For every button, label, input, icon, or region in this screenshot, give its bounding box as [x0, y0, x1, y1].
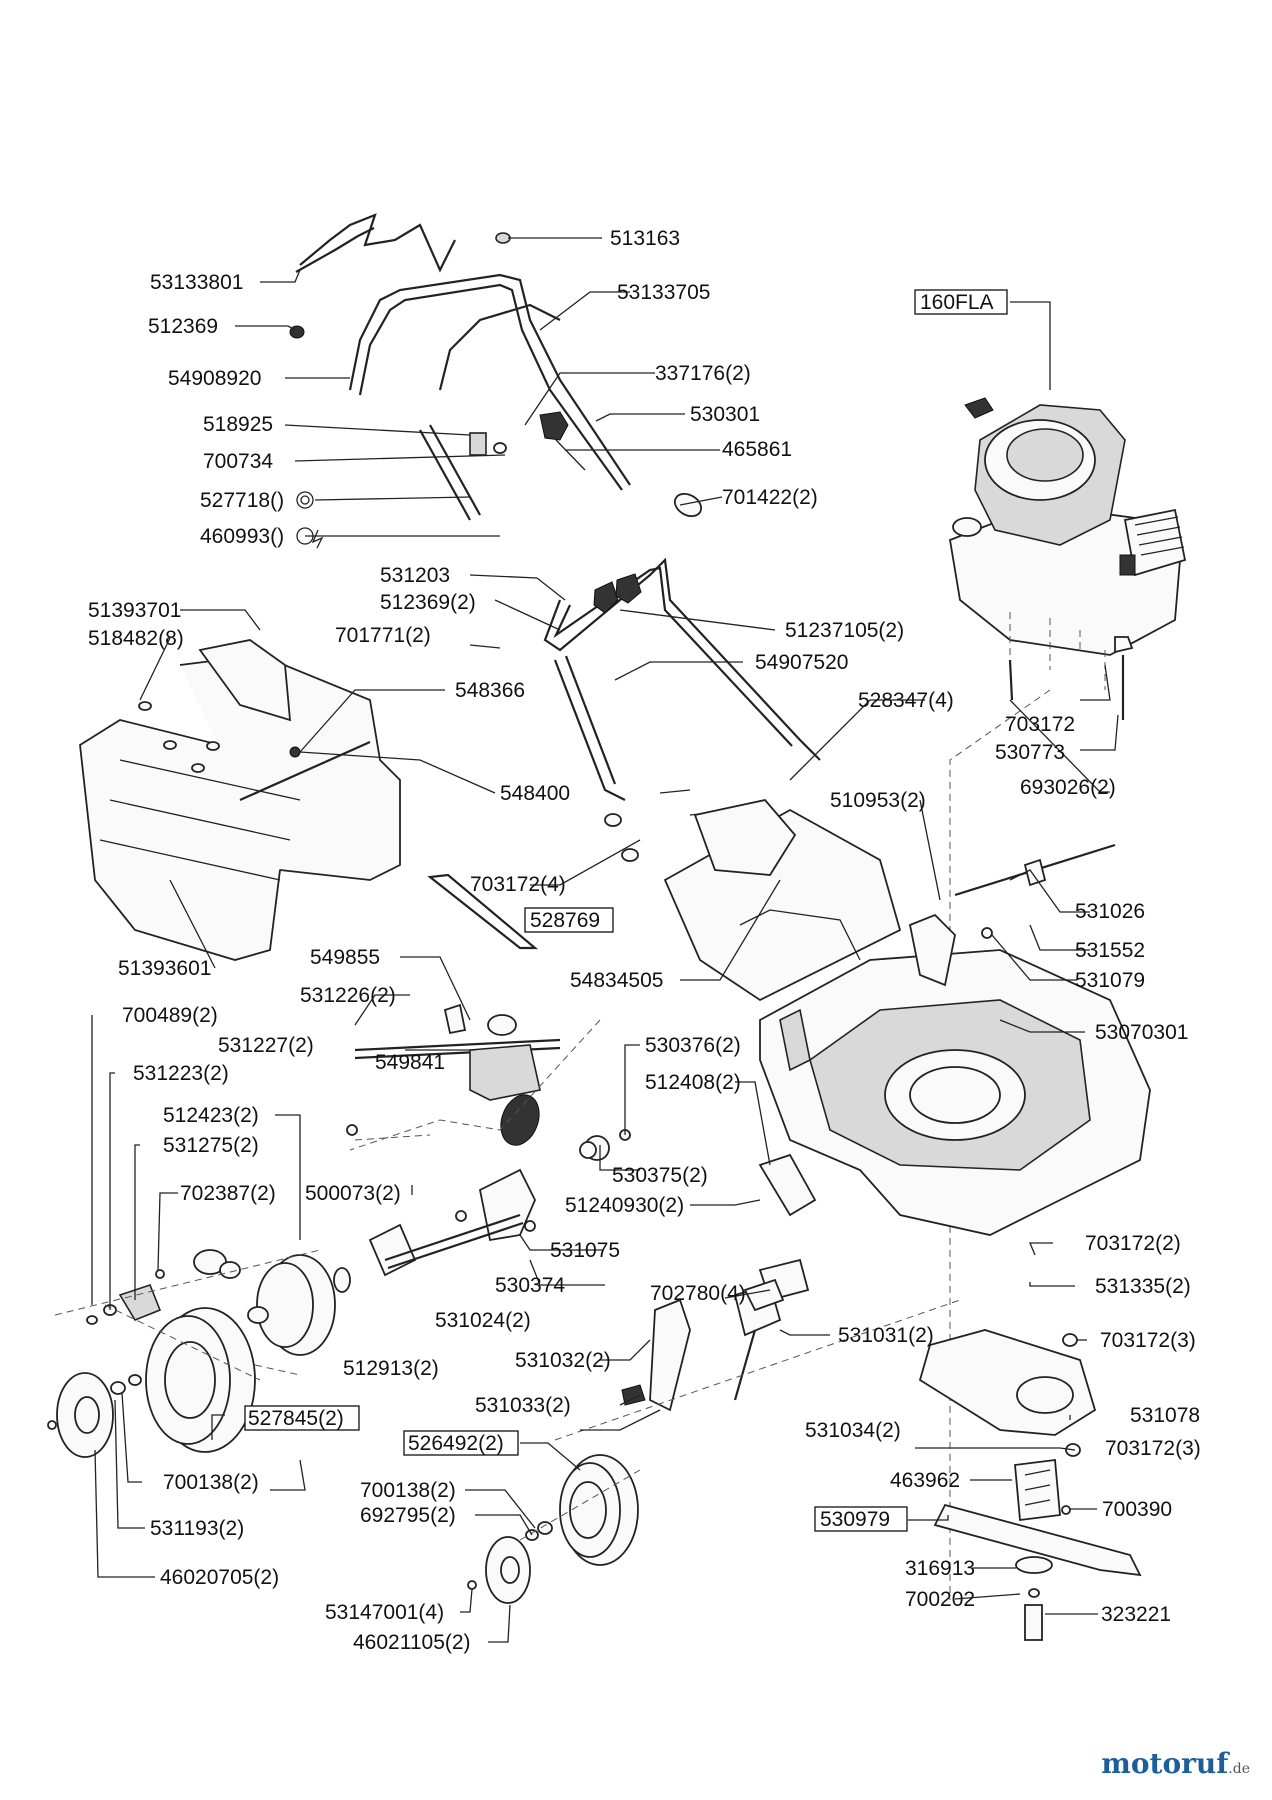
nut-symbol-icon [296, 527, 314, 545]
part-label[interactable]: 548366 [455, 679, 525, 702]
part-label[interactable]: 518482(8) [88, 627, 184, 650]
part-label[interactable]: 701422(2) [722, 486, 818, 509]
part-label[interactable]: 46021105(2) [353, 1631, 471, 1654]
part-label[interactable]: 531223(2) [133, 1062, 229, 1085]
part-label[interactable]: 700734 [203, 450, 273, 473]
part-label[interactable]: 323221 [1101, 1603, 1171, 1626]
rear-wheel-part-frame [403, 1430, 519, 1456]
part-label[interactable]: 465861 [722, 438, 792, 461]
part-label[interactable]: 530979 [820, 1508, 890, 1531]
part-label[interactable]: 54907520 [755, 651, 848, 674]
part-label[interactable]: 531024(2) [435, 1309, 531, 1332]
part-label[interactable]: 530773 [995, 741, 1065, 764]
part-label[interactable]: 528769 [530, 909, 600, 932]
part-label[interactable]: 530374 [495, 1274, 565, 1297]
watermark-brand: motoruf [1101, 1747, 1229, 1780]
part-label[interactable]: 160FLA [920, 291, 994, 314]
part-label[interactable]: 548400 [500, 782, 570, 805]
part-label[interactable]: 53070301 [1095, 1021, 1188, 1044]
part-label[interactable]: 700489(2) [122, 1004, 218, 1027]
part-label[interactable]: 531032(2) [515, 1349, 611, 1372]
part-label[interactable]: 54834505 [570, 969, 663, 992]
part-label[interactable]: 700138(2) [360, 1479, 456, 1502]
blade-part-frame [814, 1506, 908, 1532]
part-label[interactable]: 463962 [890, 1469, 960, 1492]
part-label[interactable]: 51393601 [118, 957, 211, 980]
part-label[interactable]: 531026 [1075, 900, 1145, 923]
part-label[interactable]: 531335(2) [1095, 1275, 1191, 1298]
belt-part-frame [524, 907, 614, 933]
part-label[interactable]: 531193(2) [150, 1517, 244, 1540]
ring-symbol-icon [296, 491, 314, 509]
leader-lines [91, 237, 1119, 1643]
part-label[interactable]: 701771(2) [335, 624, 431, 647]
part-label[interactable]: 54908920 [168, 367, 261, 390]
part-label[interactable]: 51240930(2) [565, 1194, 684, 1217]
part-label[interactable]: 549855 [310, 946, 380, 969]
part-label[interactable]: 531075 [550, 1239, 620, 1262]
part-label[interactable]: 531227(2) [218, 1034, 314, 1057]
part-label[interactable]: 703172(2) [1085, 1232, 1181, 1255]
part-label[interactable]: 531078 [1130, 1404, 1200, 1427]
part-label[interactable]: 527718() [200, 489, 284, 512]
part-label[interactable]: 531275(2) [163, 1134, 259, 1157]
part-label[interactable]: 531203 [380, 564, 450, 587]
part-label[interactable]: 531031(2) [838, 1324, 934, 1347]
part-label[interactable]: 337176(2) [655, 362, 751, 385]
part-label[interactable]: 51237105(2) [785, 619, 904, 642]
part-label[interactable]: 702780(4) [650, 1282, 746, 1305]
part-label[interactable]: 700390 [1102, 1498, 1172, 1521]
part-label[interactable]: 530301 [690, 403, 760, 426]
symbol-icons [296, 491, 324, 549]
part-label[interactable]: 530376(2) [645, 1034, 741, 1057]
part-number-labels: 513163 53133801 53133705 512369 54908920… [88, 227, 1201, 1654]
part-label[interactable]: 530375(2) [612, 1164, 708, 1187]
wheel-part-frame [244, 1405, 360, 1431]
part-label[interactable]: 700138(2) [163, 1471, 259, 1494]
part-label[interactable]: 702387(2) [180, 1182, 276, 1205]
part-label[interactable]: 531226(2) [300, 984, 396, 1007]
part-label[interactable]: 512369 [148, 315, 218, 338]
part-label[interactable]: 549841 [375, 1051, 445, 1074]
part-label[interactable]: 512423(2) [163, 1104, 259, 1127]
part-label[interactable]: 528347(4) [858, 689, 954, 712]
part-label[interactable]: 53133801 [150, 271, 243, 294]
part-label[interactable]: 703172(3) [1100, 1329, 1196, 1352]
part-label[interactable]: 518925 [203, 413, 273, 436]
watermark-suffix: .de [1228, 1761, 1250, 1777]
part-label[interactable]: 500073(2) [305, 1182, 401, 1205]
part-label[interactable]: 531033(2) [475, 1394, 571, 1417]
flash-symbol-icon [311, 529, 324, 549]
part-label[interactable]: 513163 [610, 227, 680, 250]
part-label[interactable]: 703172(4) [470, 873, 566, 896]
part-label[interactable]: 460993() [200, 525, 284, 548]
part-label[interactable]: 51393701 [88, 599, 181, 622]
part-label[interactable]: 46020705(2) [160, 1566, 279, 1589]
part-label[interactable]: 693026(2) [1020, 776, 1116, 799]
part-label[interactable]: 703172(3) [1105, 1437, 1201, 1460]
parts-artwork [47, 213, 1187, 1641]
part-label[interactable]: 53147001(4) [325, 1601, 444, 1624]
part-label[interactable]: 531552 [1075, 939, 1145, 962]
part-label[interactable]: 316913 [905, 1557, 975, 1580]
part-label[interactable]: 531034(2) [805, 1419, 901, 1442]
engine-code-frame [914, 289, 1008, 315]
part-label[interactable]: 53133705 [617, 281, 710, 304]
watermark-logo: motoruf.de [1101, 1747, 1250, 1780]
part-label[interactable]: 526492(2) [408, 1432, 504, 1455]
part-label[interactable]: 512913(2) [343, 1357, 439, 1380]
part-label[interactable]: 703172 [1005, 713, 1075, 736]
part-label[interactable]: 512369(2) [380, 591, 476, 614]
part-label[interactable]: 700202 [905, 1588, 975, 1611]
part-label[interactable]: 531079 [1075, 969, 1145, 992]
part-label[interactable]: 510953(2) [830, 789, 926, 812]
part-label[interactable]: 527845(2) [248, 1407, 344, 1430]
part-label[interactable]: 692795(2) [360, 1504, 456, 1527]
part-label[interactable]: 512408(2) [645, 1071, 741, 1094]
